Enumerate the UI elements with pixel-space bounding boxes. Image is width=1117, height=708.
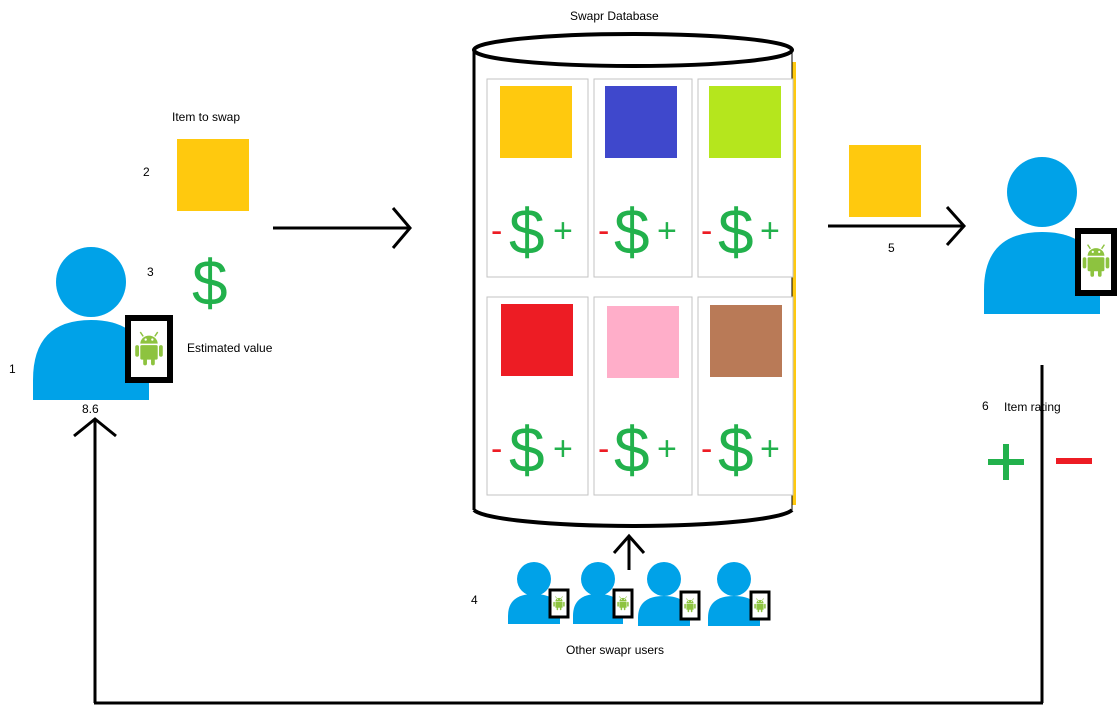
other-user [708,562,771,626]
user-body-icon [638,596,690,626]
arrow-users-to-database-icon [612,533,646,570]
other-user [508,562,570,624]
user-head-icon [581,562,615,596]
database-item: - $ + [486,78,589,278]
database-item: - $ + [697,78,794,278]
receiving-user-head-icon [1007,157,1077,227]
step-4-label: 4 [471,593,478,607]
receiving-user [984,157,1117,314]
database-item: - $ + [486,296,589,496]
android-phone-icon [1075,228,1117,296]
item-color-swatch [710,305,782,377]
step-3-label: 3 [147,265,154,279]
value-dollar-icon: $ [718,414,754,486]
main-user-head-icon [56,247,126,317]
rate-minus-icon: - [701,212,712,250]
item-color-swatch [605,86,677,158]
rate-plus-icon: + [760,430,780,468]
rate-minus-icon: - [598,430,609,468]
arrow-to-receiver-icon [828,205,967,247]
main-user-body-icon [33,320,149,400]
other-user [638,562,701,626]
database-item: - $ + [697,296,794,496]
rate-minus-icon: - [701,430,712,468]
estimated-value-label: Estimated value [187,341,273,355]
value-dollar-icon: $ [509,196,545,268]
main-user [33,247,173,400]
item-color-swatch [709,86,781,158]
item-color-swatch [501,304,573,376]
receiving-user-body-icon [984,232,1100,314]
item-to-swap-square [177,139,249,211]
user-body-icon [708,596,760,626]
rate-minus-icon: - [491,212,502,250]
rate-plus-icon: + [657,212,677,250]
user-head-icon [517,562,551,596]
rating-plus-icon [988,444,1024,480]
item-rating-label: Item rating [1004,400,1061,414]
rate-minus-icon: - [598,212,609,250]
item-to-swap-label: Item to swap [172,110,240,124]
arrow-to-database-icon [273,207,412,249]
item-color-swatch [500,86,572,158]
other-user [573,562,634,624]
step-1-label: 1 [9,362,16,376]
value-dollar-icon: $ [614,414,650,486]
swapped-item-square [849,145,921,217]
android-phone-icon [749,590,771,621]
rate-plus-icon: + [553,430,573,468]
estimated-value-dollar-icon: $ [192,247,228,319]
android-phone-icon [548,588,570,619]
rate-plus-icon: + [760,212,780,250]
user-score: 8.6 [82,402,99,416]
android-phone-icon [125,315,173,383]
user-head-icon [717,562,751,596]
android-phone-icon [612,588,634,619]
rate-minus-icon: - [491,430,502,468]
user-body-icon [508,594,560,624]
step-5-label: 5 [888,241,895,255]
value-dollar-icon: $ [718,196,754,268]
rate-plus-icon: + [553,212,573,250]
database-cylinder-icon [472,32,796,528]
feedback-loop-arrow-icon [73,365,1044,705]
user-body-icon [573,594,623,624]
item-color-swatch [607,306,679,378]
value-dollar-icon: $ [614,196,650,268]
database-item: - $ + [593,296,693,496]
step-6-label: 6 [982,399,989,413]
database-item: - $ + [593,78,693,278]
value-dollar-icon: $ [509,414,545,486]
step-2-label: 2 [143,165,150,179]
rate-plus-icon: + [657,430,677,468]
android-phone-icon [679,590,701,621]
database-title: Swapr Database [570,9,659,23]
database-items-grid: - $ + - $ + - $ + - $ + - [486,78,794,496]
user-head-icon [647,562,681,596]
other-users-label: Other swapr users [566,643,664,657]
